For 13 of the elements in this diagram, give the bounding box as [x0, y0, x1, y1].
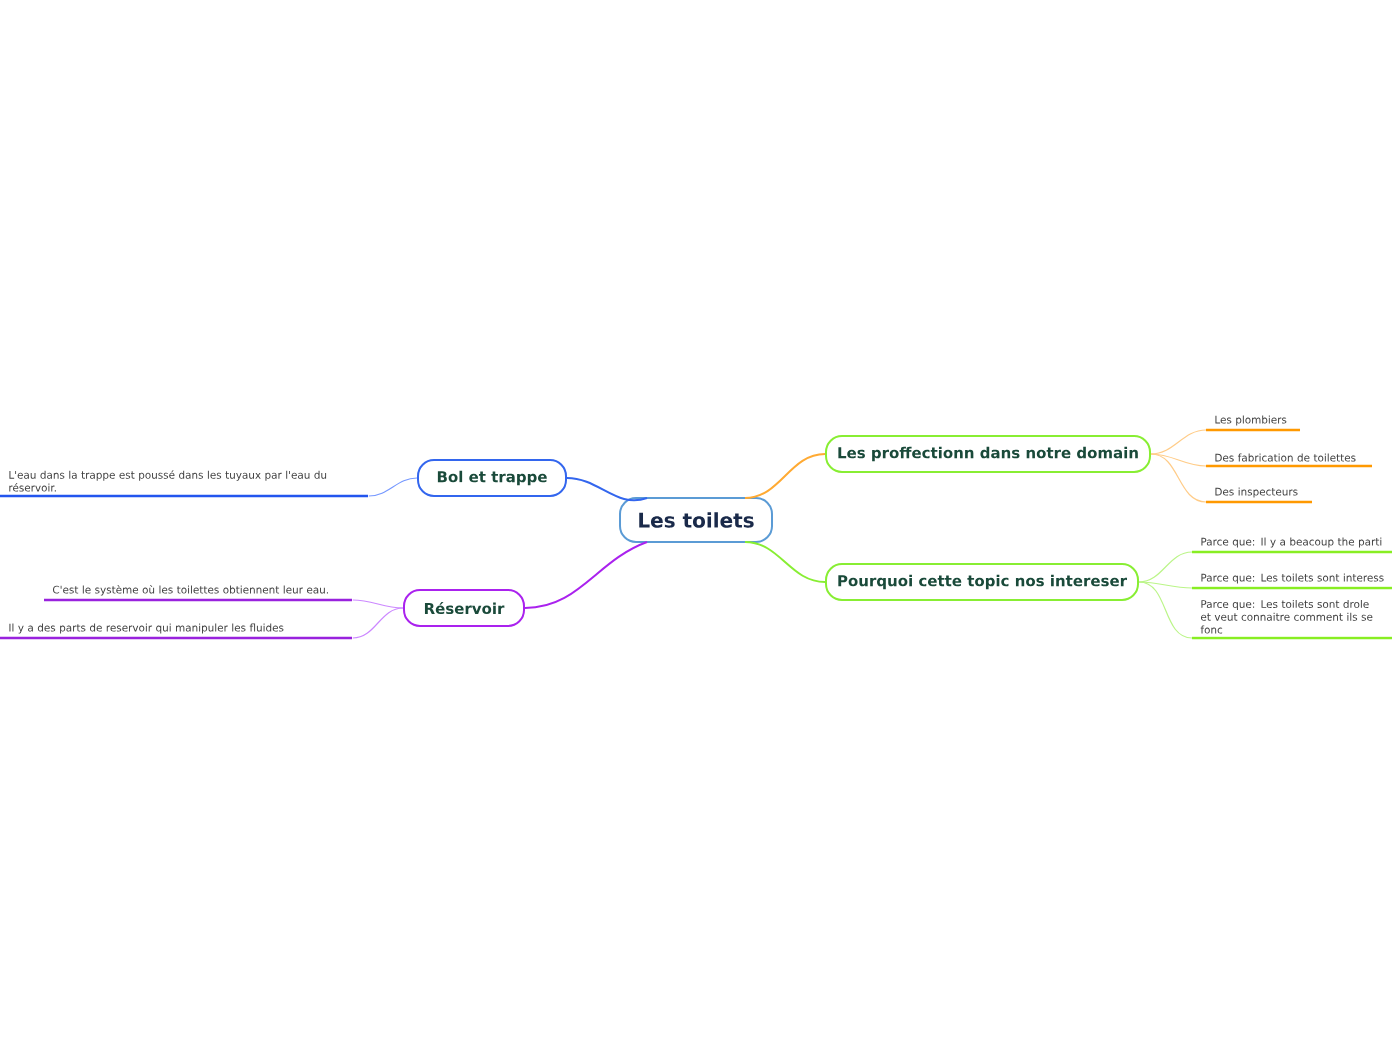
- connector: [524, 541, 648, 609]
- connector: [1150, 453, 1207, 503]
- connector: [744, 541, 826, 583]
- connector: [368, 477, 418, 497]
- connector: [352, 607, 404, 639]
- connector: [744, 453, 826, 499]
- topic-box: Les toilets: [619, 497, 773, 543]
- connector: [1138, 581, 1193, 639]
- connector: [1150, 429, 1207, 455]
- connector: [1138, 551, 1193, 583]
- connector: [566, 477, 648, 502]
- connector: [1138, 581, 1193, 589]
- connector: [352, 599, 404, 609]
